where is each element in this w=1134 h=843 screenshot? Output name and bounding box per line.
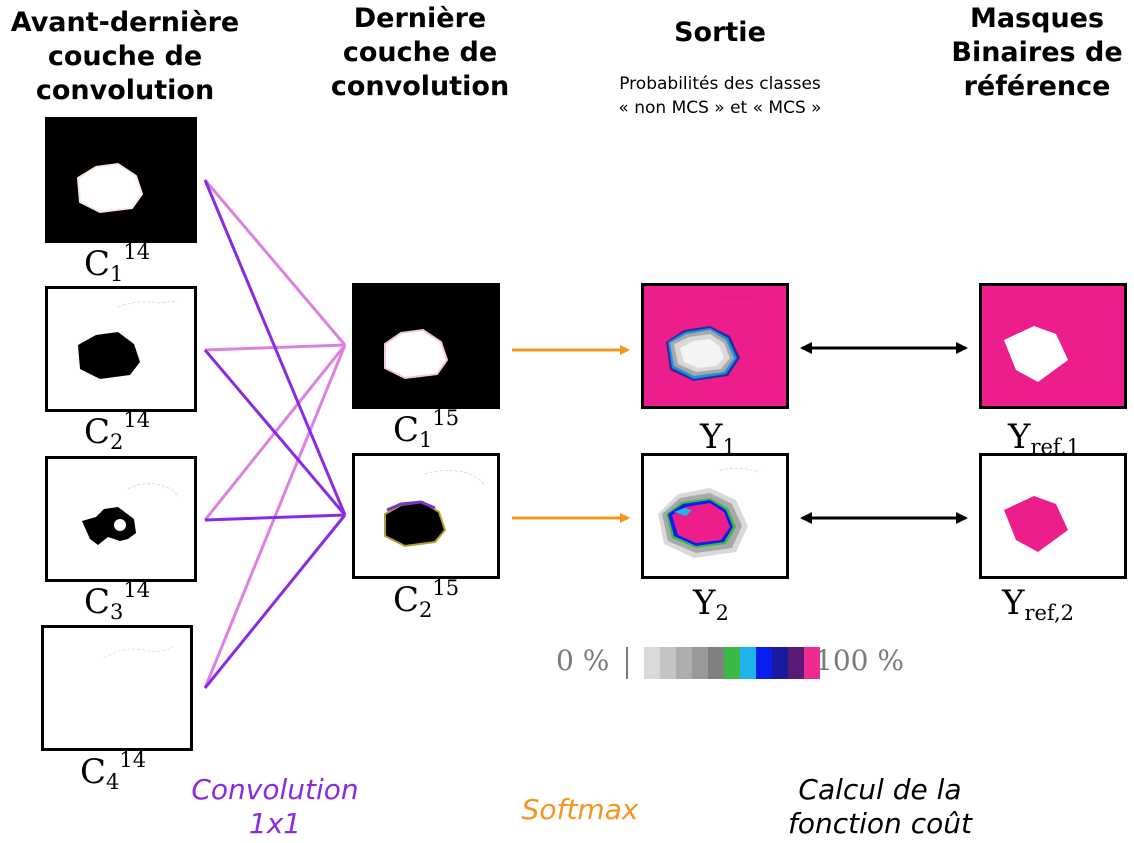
legend-swatch-7: [740, 647, 756, 679]
feature-map-c4-14: [41, 625, 193, 751]
legend-swatch-4: [692, 647, 708, 679]
header-penultimate-layer: Avant-dernière couche de convolution: [0, 6, 250, 108]
header-last-line1: Dernière: [353, 3, 487, 34]
label-c2-15: C215: [393, 576, 460, 622]
legend-color-scale: [626, 647, 820, 679]
feature-map-c1-14: [45, 117, 197, 243]
feature-map-c2-15: [352, 453, 500, 579]
caption-convolution: Convolution 1x1: [165, 773, 385, 841]
caption-convolution-line2: 1x1: [248, 807, 302, 840]
header-penultimate-line3: convolution: [35, 75, 215, 106]
legend-swatch-6: [724, 647, 740, 679]
label-c1-14: C114: [84, 240, 151, 286]
legend-swatch-10: [788, 647, 804, 679]
output-map-y2: [641, 453, 789, 579]
conv-line-c1-to-out1: [203, 179, 347, 346]
legend-swatch-11: [804, 647, 820, 679]
header-output: Sortie: [674, 17, 766, 48]
legend-swatch-8: [756, 647, 772, 679]
header-penultimate-line2: couche de: [47, 41, 203, 72]
label-c1-15: C115: [393, 406, 460, 452]
conv-line-c3-to-out2: [204, 513, 346, 522]
legend-swatch-2: [660, 647, 676, 679]
header-reference-masks: Masques Binaires de référence: [940, 2, 1134, 104]
legend-min-label: 0 %: [556, 644, 610, 677]
legend-swatch-5: [708, 647, 724, 679]
header-output-sub-line2: « non MCS » et « MCS »: [618, 98, 822, 118]
legend-swatch-1: [644, 647, 660, 679]
feature-map-c2-14: [45, 286, 197, 412]
header-output-subtitle: Probabilités des classes « non MCS » et …: [560, 72, 880, 120]
legend-max-label: 100 %: [815, 644, 904, 677]
output-map-y1: [641, 283, 789, 409]
feature-map-c3-14: [45, 456, 197, 582]
legend-swatch-0: [628, 647, 644, 679]
header-last-layer: Dernière couche de convolution: [310, 2, 530, 104]
caption-cost-function: Calcul de la fonction coût: [760, 773, 1000, 841]
header-output-sub-line1: Probabilités des classes: [619, 74, 821, 94]
header-penultimate-line1: Avant-dernière: [10, 7, 240, 38]
feature-map-c1-15: [352, 283, 500, 409]
header-last-line2: couche de: [342, 37, 498, 68]
header-reference-line1: Masques: [969, 3, 1105, 34]
reference-mask-1: [979, 283, 1127, 409]
label-y2: Y2: [693, 583, 729, 625]
header-last-line3: convolution: [330, 71, 510, 102]
conv-line-c1-to-out2: [203, 179, 347, 516]
conv-line-c2-to-out2: [203, 349, 347, 516]
label-c2-14: C214: [84, 408, 151, 454]
conv-line-c4-to-out2: [203, 514, 347, 689]
header-reference-line3: référence: [963, 71, 1111, 102]
label-c4-14: C414: [80, 748, 147, 794]
header-reference-line2: Binaires de: [951, 37, 1123, 68]
caption-cost-line2: fonction coût: [788, 807, 972, 840]
caption-softmax: Softmax: [521, 793, 639, 826]
legend-swatch-9: [772, 647, 788, 679]
caption-convolution-line1: Convolution: [191, 773, 359, 806]
reference-mask-2: [979, 453, 1127, 579]
label-c3-14: C314: [84, 578, 151, 624]
label-yref2: Yref,2: [1002, 583, 1074, 625]
caption-cost-line1: Calcul de la: [798, 773, 962, 806]
legend-swatch-3: [676, 647, 692, 679]
